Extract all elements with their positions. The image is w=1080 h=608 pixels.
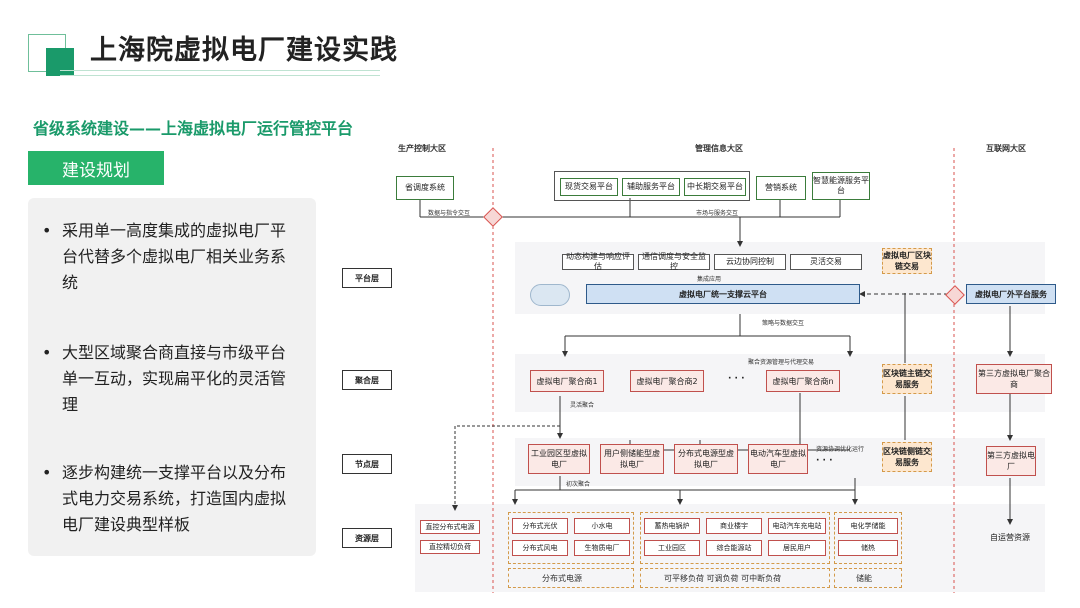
header-logo-mark-fill <box>46 48 74 76</box>
bullet-text: 逐步构建统一支撑平台以及分布式电力交易系统，打造国内虚拟电厂建设典型样板 <box>62 463 287 534</box>
platform-function: 云边协同控制 <box>714 254 786 270</box>
marketing-system: 营销系统 <box>756 176 806 200</box>
third-party-aggregator: 第三方虚拟电厂聚合商 <box>976 364 1052 394</box>
direct-resource: 直控精切负荷 <box>420 540 480 554</box>
resource-item: 商业楼宇 <box>706 518 762 534</box>
resource-item: 电动汽车充电站 <box>768 518 826 534</box>
cloud-icon <box>530 284 570 306</box>
market-systems-group <box>554 171 750 201</box>
direct-resource: 直控分布式电源 <box>420 520 480 534</box>
resource-item: 蓄热电锅炉 <box>644 518 700 534</box>
edge-label-integrate: 集成应用 <box>697 276 722 283</box>
resource-item: 储热 <box>838 540 898 556</box>
midlong-trading-platform: 中长期交易平台 <box>684 178 746 196</box>
aux-service-platform: 辅助服务平台 <box>622 178 680 196</box>
bullet-dot: • <box>42 463 52 482</box>
edge-label-data-cmd: 数据与指令交互 <box>428 210 471 217</box>
unified-cloud-platform: 虚拟电厂统一支撑云平台 <box>586 284 860 304</box>
plan-bullet: • 逐步构建统一支撑平台以及分布式电力交易系统，打造国内虚拟电厂建设典型样板 <box>42 460 296 538</box>
bullet-dot: • <box>42 221 52 240</box>
layer-aggregation: 聚合层 <box>342 370 392 390</box>
distributed-resource-group <box>508 512 634 564</box>
edge-label-flex-agg: 灵活聚合 <box>570 402 595 409</box>
resource-item: 居民用户 <box>768 540 826 556</box>
load-resource-group <box>640 512 830 564</box>
bullet-text: 大型区域聚合商直接与市级平台单一互动，实现扁平化的灵活管理 <box>62 343 287 414</box>
aggregator-box: 虚拟电厂聚合商2 <box>630 370 704 392</box>
platform-function: 动态构建与响应评估 <box>562 252 634 271</box>
blockchain-side-chain: 区块链侧链交易服务 <box>882 442 932 472</box>
smart-energy-platform: 智慧能源服务平台 <box>812 172 870 200</box>
resource-item: 电化学储能 <box>838 518 898 534</box>
external-platform-service: 虚拟电厂外平台服务 <box>966 284 1056 304</box>
blockchain-main-chain: 区块链主链交易服务 <box>882 364 932 394</box>
resource-item: 生物质电厂 <box>574 540 630 556</box>
storage-resource-group <box>834 512 902 564</box>
node-ellipsis: · · · <box>816 456 833 466</box>
edge-label-first-agg: 初次聚合 <box>566 481 591 488</box>
bullet-text: 采用单一高度集成的虚拟电厂平台代替多个虚拟电厂相关业务系统 <box>62 221 287 292</box>
node-vpp: 电动汽车型虚拟电厂 <box>748 444 808 474</box>
aggregator-ellipsis: · · · <box>728 374 745 384</box>
title-underline-2 <box>60 75 380 76</box>
self-operated-resource: 自运营资源 <box>990 533 1030 542</box>
third-party-vpp: 第三方虚拟电厂 <box>986 446 1036 476</box>
blockchain-trading: 虚拟电厂区块链交易 <box>882 248 932 274</box>
load-label-frame <box>640 568 830 588</box>
resource-item: 工业园区 <box>644 540 700 556</box>
layer-resource: 资源层 <box>342 528 392 548</box>
platform-function: 通信调度与安全监控 <box>638 252 710 271</box>
storage-label-frame <box>834 568 902 588</box>
platform-function: 灵活交易 <box>790 254 862 270</box>
node-vpp: 用户侧储能型虚拟电厂 <box>600 444 664 474</box>
plan-panel: • 采用单一高度集成的虚拟电厂平台代替多个虚拟电厂相关业务系统 • 大型区域聚合… <box>28 198 316 556</box>
plan-label: 建设规划 <box>28 151 164 185</box>
architecture-diagram: 生产控制大区 管理信息大区 互联网大区 平台层 聚合层 节点层 资源层 省调度系… <box>330 138 1070 598</box>
spot-trading-platform: 现货交易平台 <box>560 178 618 196</box>
zone-internet: 互联网大区 <box>986 144 1026 153</box>
group-label-load: 可平移负荷 可调负荷 可中断负荷 <box>664 574 782 583</box>
layer-node: 节点层 <box>342 454 392 474</box>
edge-label-market: 市场与服务交互 <box>696 210 739 217</box>
resource-item: 分布式风电 <box>512 540 568 556</box>
zone-management: 管理信息大区 <box>695 144 743 153</box>
node-vpp: 工业园区型虚拟电厂 <box>528 444 590 474</box>
resource-item: 小水电 <box>574 518 630 534</box>
plan-bullet: • 采用单一高度集成的虚拟电厂平台代替多个虚拟电厂相关业务系统 <box>42 218 296 296</box>
edge-label-agg-manage: 聚合资源管理与代理交易 <box>748 359 815 366</box>
group-label-storage: 储能 <box>856 574 872 583</box>
bullet-dot: • <box>42 343 52 362</box>
group-label-distributed: 分布式电源 <box>542 574 582 583</box>
edge-label-strategy: 策略与数据交互 <box>762 320 805 327</box>
zone-production: 生产控制大区 <box>398 144 446 153</box>
aggregator-box: 虚拟电厂聚合商n <box>766 370 840 392</box>
distributed-label-frame <box>508 568 634 588</box>
title-underline <box>60 70 380 71</box>
edge-label-coord: 资源协调优化运行 <box>816 446 865 453</box>
resource-item: 综合能源站 <box>706 540 762 556</box>
aggregator-box: 虚拟电厂聚合商1 <box>530 370 604 392</box>
plan-bullet: • 大型区域聚合商直接与市级平台单一互动，实现扁平化的灵活管理 <box>42 340 296 418</box>
province-dispatch-system: 省调度系统 <box>396 176 454 200</box>
layer-platform: 平台层 <box>342 268 392 288</box>
section-subtitle: 省级系统建设——上海虚拟电厂运行管控平台 <box>33 119 354 138</box>
node-vpp: 分布式电源型虚拟电厂 <box>674 444 738 474</box>
resource-item: 分布式光伏 <box>512 518 568 534</box>
page-title: 上海院虚拟电厂建设实践 <box>90 35 398 66</box>
